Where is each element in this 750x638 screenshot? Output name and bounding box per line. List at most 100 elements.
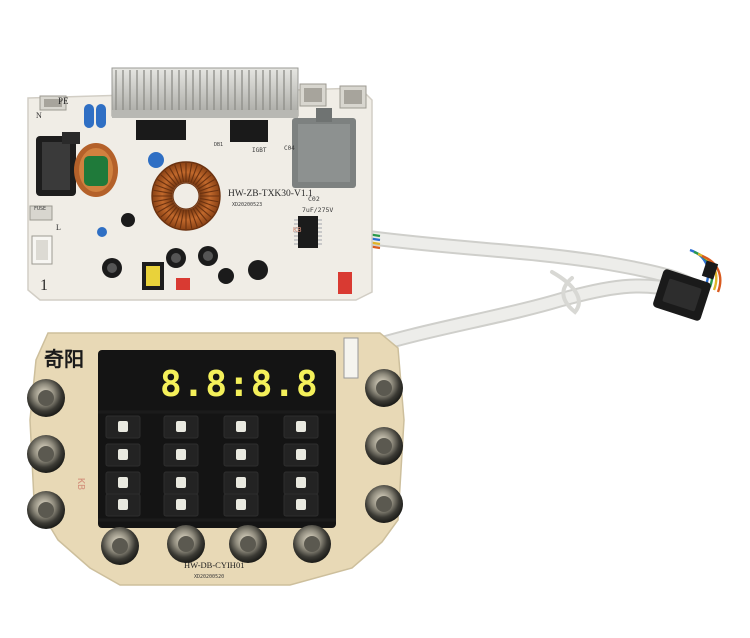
control-board-model: HW-DB-CYIH01	[184, 560, 244, 570]
coil-winding	[174, 208, 182, 228]
led-window	[118, 477, 128, 488]
n-label: N	[36, 111, 42, 120]
led-window	[296, 477, 306, 488]
terminal-right-1	[299, 83, 327, 107]
coil-winding	[194, 170, 208, 186]
connector-plug	[653, 260, 719, 321]
ic-pin	[318, 235, 322, 237]
terminal-l	[29, 205, 53, 221]
coil-winding	[160, 204, 176, 218]
coil-winding	[198, 200, 218, 208]
coil-winding	[179, 209, 185, 229]
coil-winding	[154, 200, 174, 208]
led-window	[296, 421, 306, 432]
control-board: 奇阳 8.8:8.8 HW-DB-CYIH01 XD20200520 KB	[27, 332, 405, 586]
igbt-label: IGBT	[252, 147, 267, 154]
touch-button-center	[38, 502, 54, 518]
touch-button-center	[376, 496, 392, 512]
key-panel	[98, 350, 336, 528]
control-board-date: XD20200520	[194, 574, 224, 580]
white-connector	[31, 235, 53, 265]
power-board-date: XD20200523	[232, 202, 262, 208]
board-connector	[343, 337, 359, 379]
heatsink	[111, 67, 299, 118]
capacitor-rating: 7uF/275V	[302, 206, 333, 214]
ic-pin	[294, 223, 298, 225]
coil-winding	[164, 170, 178, 186]
ic-pin	[318, 243, 322, 245]
touch-button-center	[112, 538, 128, 554]
ic-pin	[294, 227, 298, 229]
coil-winding	[192, 207, 203, 225]
l-label: L	[56, 223, 61, 232]
ribbon-cable	[347, 230, 708, 360]
coil-winding	[153, 197, 173, 203]
led-window	[296, 499, 306, 510]
ic-pin	[294, 243, 298, 245]
coil-winding	[197, 202, 215, 213]
coil-winding	[169, 167, 180, 185]
led-window	[118, 449, 128, 460]
ic-pin	[318, 223, 322, 225]
coil-winding	[190, 164, 198, 184]
led-window	[176, 449, 186, 460]
led-window	[176, 477, 186, 488]
control-board-kb: KB	[75, 478, 86, 490]
ic-pin	[318, 231, 322, 233]
coil-winding	[190, 208, 198, 228]
led-window	[176, 499, 186, 510]
led-window	[236, 449, 246, 460]
led-window	[236, 499, 246, 510]
ic-pin	[294, 231, 298, 233]
capacitor-label: C02	[308, 195, 320, 203]
power-board: PE N L FUSE IGBT DB1 C04 HW-ZB-TXK30-V1.…	[27, 67, 373, 301]
blue-capacitors	[84, 104, 164, 237]
fuse-label: FUSE	[34, 206, 46, 212]
coil-winding	[187, 163, 193, 183]
db-label: DB1	[214, 142, 223, 148]
led-window	[236, 421, 246, 432]
pin-one-label: 1	[40, 277, 48, 294]
film-capacitor	[292, 108, 356, 188]
ic-pin	[318, 227, 322, 229]
coil-winding	[192, 167, 203, 185]
pe-label: PE	[58, 96, 69, 106]
coil-winding	[187, 209, 193, 229]
filter-choke	[36, 132, 80, 196]
bridge-rectifier	[136, 120, 268, 142]
terminal-right-2	[339, 85, 367, 109]
coil-winding	[179, 163, 185, 183]
touch-button-center	[178, 536, 194, 552]
ic-chip	[294, 216, 322, 248]
coil-winding	[199, 197, 219, 203]
led-window	[236, 477, 246, 488]
led-window	[296, 449, 306, 460]
coil-winding	[154, 184, 174, 192]
copper-inductor	[151, 161, 221, 231]
coil-winding	[194, 206, 208, 222]
coil-winding	[169, 207, 180, 225]
coil-winding	[157, 179, 175, 190]
touch-button-center	[38, 390, 54, 406]
coil-winding	[157, 202, 175, 213]
terminal-pe	[39, 95, 67, 111]
coil-winding	[199, 189, 219, 195]
ic-pin	[294, 219, 298, 221]
seven-segment-display: 8.8:8.8	[160, 364, 319, 405]
c04-label: C04	[284, 145, 295, 152]
touch-button-center	[240, 536, 256, 552]
touch-button-center	[376, 380, 392, 396]
green-transformer	[74, 143, 118, 197]
led-window	[176, 421, 186, 432]
yellow-transformer	[142, 262, 164, 290]
coil-winding	[153, 189, 173, 195]
coil-winding	[164, 206, 178, 222]
coil-winding	[196, 174, 212, 188]
led-window	[118, 421, 128, 432]
coil-winding	[174, 164, 182, 184]
coil-winding	[196, 204, 212, 218]
key-led-grid	[105, 415, 319, 517]
power-board-kb: KB	[293, 226, 301, 234]
touch-button-center	[376, 438, 392, 454]
